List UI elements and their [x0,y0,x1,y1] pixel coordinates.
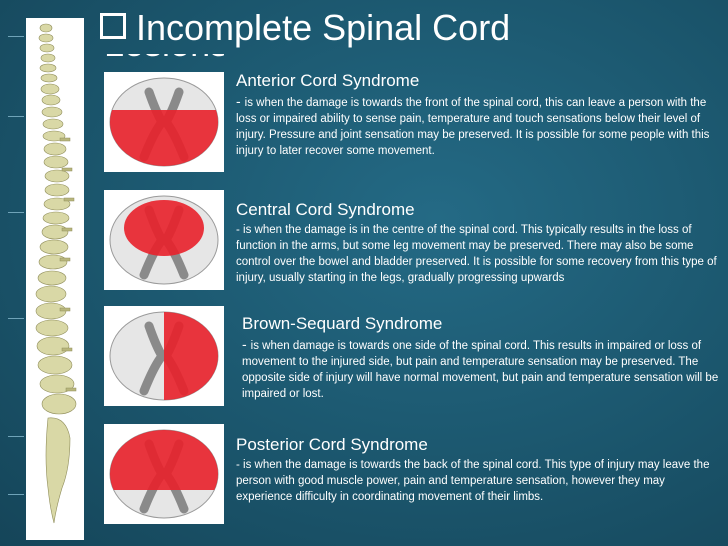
section-heading: Brown-Sequard Syndrome [242,314,443,333]
left-decorative-rule [8,0,28,546]
section-brown-sequard: Brown-Sequard Syndrome -is when damage i… [242,313,720,402]
slide-title: Incomplete Spinal Cord [100,4,720,60]
spine-column-image [35,23,77,524]
section-description: - is when the damage is in the centre of… [236,224,717,284]
section-heading: Anterior Cord Syndrome [236,71,420,90]
slide-title-overflow: Lesions [104,54,224,68]
slide-title-overflow-text: Lesions [104,54,224,68]
section-description: -is when the damage is towards the front… [236,93,710,157]
section-central-cord: Central Cord Syndrome - is when the dama… [236,199,720,286]
posterior-cord-diagram [104,424,224,524]
spine-illustration [26,18,84,540]
slide-title-text: Incomplete Spinal Cord [136,7,511,48]
anterior-cord-diagram [104,72,224,172]
section-description: -is when damage is towards one side of t… [242,336,719,400]
section-description: - is when the damage is towards the back… [236,459,710,503]
section-heading: Posterior Cord Syndrome [236,435,428,454]
central-cord-diagram [104,190,224,290]
checkbox-bullet-icon [100,13,126,40]
section-anterior-cord: Anterior Cord Syndrome -is when the dama… [236,70,720,159]
brown-sequard-diagram [104,306,224,406]
section-posterior-cord: Posterior Cord Syndrome - is when the da… [236,434,720,505]
section-heading: Central Cord Syndrome [236,200,415,219]
